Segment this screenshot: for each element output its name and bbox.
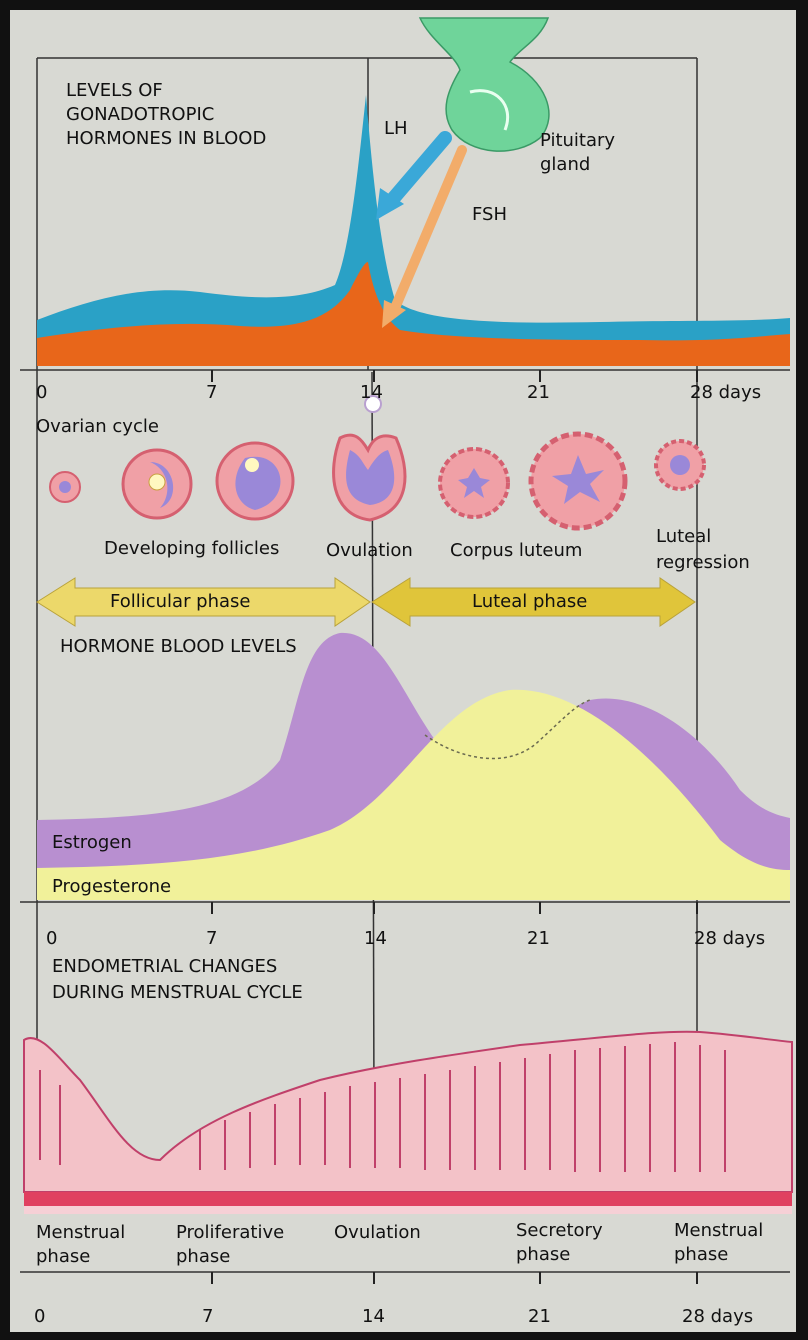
- axis1-tick-28: 28 days: [690, 382, 761, 403]
- phase-menstrual-start-line2: phase: [36, 1246, 90, 1268]
- gonadotropin-title-line2: GONADOTROPIC: [66, 104, 214, 126]
- axis3-tick-21: 21: [528, 1306, 551, 1327]
- luteal-phase-label: Luteal phase: [472, 591, 587, 613]
- phase-ovulation: Ovulation: [334, 1222, 421, 1244]
- follicular-phase-label: Follicular phase: [110, 591, 251, 613]
- estrogen-label: Estrogen: [52, 832, 132, 854]
- axis3-tick-7: 7: [202, 1306, 213, 1327]
- axis2-tick-14: 14: [364, 928, 387, 949]
- oocyte: [59, 481, 71, 493]
- axis3-tick-14: 14: [362, 1306, 385, 1327]
- ovarian-cycle-title: Ovarian cycle: [36, 416, 159, 438]
- axis1-tick-21: 21: [527, 382, 550, 403]
- pituitary-label-line2: gland: [540, 154, 590, 176]
- phase-menstrual-end-line2: phase: [674, 1244, 728, 1266]
- developing-follicles-label: Developing follicles: [104, 538, 279, 560]
- axis2-tick-21: 21: [527, 928, 550, 949]
- phase-proliferative-line2: phase: [176, 1246, 230, 1268]
- axis2-tick-0: 0: [46, 928, 57, 949]
- corpus-luteum-label: Corpus luteum: [450, 540, 582, 562]
- phase-secretory-line2: phase: [516, 1244, 570, 1266]
- ovulation-label: Ovulation: [326, 540, 413, 562]
- gonadotropin-title-line1: LEVELS OF: [66, 80, 163, 102]
- phase-menstrual-end-line1: Menstrual: [674, 1220, 763, 1242]
- phase-secretory-line1: Secretory: [516, 1220, 603, 1242]
- endometrial-title-line2: DURING MENSTRUAL CYCLE: [52, 982, 303, 1004]
- phase-menstrual-start-line1: Menstrual: [36, 1222, 125, 1244]
- lh-label: LH: [384, 118, 408, 140]
- hormone-levels-title: HORMONE BLOOD LEVELS: [60, 636, 297, 658]
- axis2-tick-7: 7: [206, 928, 217, 949]
- axis2-tick-28: 28 days: [694, 928, 765, 949]
- axis1-tick-7: 7: [206, 382, 217, 403]
- luteal-regression-label-line2: regression: [656, 552, 750, 574]
- endometrial-title-line1: ENDOMETRIAL CHANGES: [52, 956, 277, 978]
- pituitary-label-line1: Pituitary: [540, 130, 615, 152]
- progesterone-label: Progesterone: [52, 876, 171, 898]
- axis1-tick-0: 0: [36, 382, 47, 403]
- axis3-tick-28: 28 days: [682, 1306, 753, 1327]
- fsh-label: FSH: [472, 204, 507, 226]
- phase-proliferative-line1: Proliferative: [176, 1222, 284, 1244]
- axis3-tick-0: 0: [34, 1306, 45, 1327]
- axis1-tick-14: 14: [360, 382, 383, 403]
- basal-layer: [24, 1192, 792, 1206]
- gonadotropin-title-line3: HORMONES IN BLOOD: [66, 128, 266, 150]
- luteal-regression-label-line1: Luteal: [656, 526, 711, 548]
